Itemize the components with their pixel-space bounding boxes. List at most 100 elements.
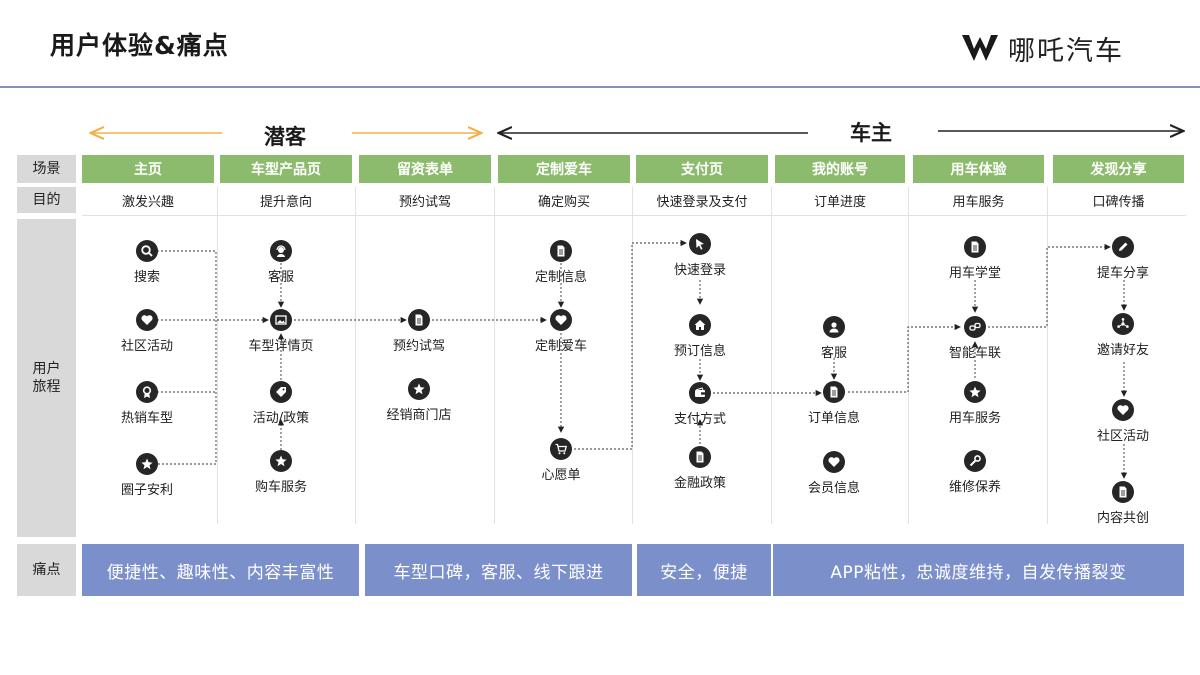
brand-logo: 哪吒汽车 — [960, 28, 1124, 68]
column-divider — [632, 187, 633, 524]
node-circle-perks: 圈子安利 — [92, 453, 202, 498]
node-label: 心愿单 — [541, 468, 581, 483]
node-pickup-share: 提车分享 — [1068, 236, 1178, 281]
node-label: 提车分享 — [1096, 266, 1149, 281]
node-label: 智能车联 — [948, 346, 1001, 361]
node-label: 内容共创 — [1096, 511, 1149, 526]
node-purchase-service: 购车服务 — [226, 450, 336, 495]
node-label: 快速登录 — [673, 263, 726, 278]
node-test-drive: 预约试驾 — [364, 309, 474, 354]
wallet-icon — [689, 382, 711, 404]
document-icon — [823, 381, 845, 403]
node-label: 维修保养 — [948, 480, 1001, 495]
scene-usage: 用车体验 — [913, 155, 1044, 183]
image-icon — [270, 309, 292, 331]
node-community-activity: 社区活动 — [92, 309, 202, 354]
star-icon — [270, 450, 292, 472]
node-label: 活动/政策 — [252, 411, 310, 426]
scene-lead-form: 留资表单 — [359, 155, 491, 183]
node-label: 支付方式 — [673, 412, 726, 427]
node-search: 搜索 — [92, 240, 202, 285]
column-divider — [771, 187, 772, 524]
node-booking-info: 预订信息 — [645, 314, 755, 359]
column-divider — [217, 187, 218, 524]
node-label: 客服 — [267, 270, 294, 285]
scene-discover: 发现分享 — [1053, 155, 1184, 183]
node-label: 金融政策 — [673, 476, 726, 491]
node-order-info: 订单信息 — [779, 381, 889, 426]
goal-account: 订单进度 — [813, 194, 866, 210]
column-divider — [908, 187, 909, 524]
node-label: 定制信息 — [534, 270, 587, 285]
node-label: 预约试驾 — [392, 339, 445, 354]
connector — [574, 239, 687, 450]
node-label: 搜索 — [133, 270, 160, 285]
brand-mark-icon — [962, 35, 998, 61]
node-account-service: 客服 — [779, 316, 889, 361]
node-label: 邀请好友 — [1096, 343, 1149, 358]
goal-home: 激发兴趣 — [121, 194, 174, 210]
goal-model-page: 提升意向 — [259, 194, 312, 210]
home-icon — [689, 314, 711, 336]
goal-lead-form: 预约试驾 — [398, 194, 451, 210]
node-maintenance: 维修保养 — [920, 450, 1030, 495]
connector — [848, 323, 961, 393]
node-label: 圈子安利 — [120, 483, 173, 498]
node-payment-method: 支付方式 — [645, 382, 755, 427]
search-icon — [136, 240, 158, 262]
wrench-icon — [964, 450, 986, 472]
node-model-detail: 车型详情页 — [226, 309, 336, 354]
node-label: 预订信息 — [673, 344, 726, 359]
scene-payment: 支付页 — [636, 155, 768, 183]
column-divider — [494, 187, 495, 524]
document-icon — [408, 309, 430, 331]
node-community-activity-2: 社区活动 — [1068, 399, 1178, 444]
node-car-service: 用车服务 — [920, 381, 1030, 426]
pain-point-conversion: 车型口碑，客服、线下跟进 — [365, 544, 632, 596]
brand-name: 哪吒汽车 — [1008, 35, 1124, 67]
link-icon — [964, 316, 986, 338]
star-icon — [408, 378, 430, 400]
node-smart-connect: 智能车联 — [920, 316, 1030, 361]
column-divider — [1047, 187, 1048, 524]
node-label: 用车服务 — [948, 411, 1001, 426]
node-quick-login: 快速登录 — [645, 233, 755, 278]
scene-home: 主页 — [82, 155, 214, 183]
cart-icon — [550, 438, 572, 460]
node-label: 客服 — [820, 346, 847, 361]
share-icon — [1112, 313, 1134, 335]
star-icon — [136, 453, 158, 475]
heart-icon — [1112, 399, 1134, 421]
row-label-journey: 用户 旅程 — [17, 219, 76, 537]
node-member-info: 会员信息 — [779, 451, 889, 496]
cursor-icon — [689, 233, 711, 255]
node-label: 热销车型 — [120, 411, 173, 426]
node-customer-service: 客服 — [226, 240, 336, 285]
goal-payment: 快速登录及支付 — [656, 194, 748, 210]
node-car-academy: 用车学堂 — [920, 236, 1030, 281]
node-label: 社区活动 — [120, 339, 173, 354]
pain-point-payment: 安全，便捷 — [637, 544, 771, 596]
heart-icon — [136, 309, 158, 331]
goal-discover: 口碑传播 — [1092, 194, 1145, 210]
pain-point-retention: APP粘性，忠诚度维持，自发传播裂变 — [773, 544, 1184, 596]
node-invite-friends: 邀请好友 — [1068, 313, 1178, 358]
node-content-cocreate: 内容共创 — [1068, 481, 1178, 526]
connector — [988, 243, 1111, 328]
connector — [157, 250, 217, 465]
node-label: 车型详情页 — [248, 339, 314, 354]
document-icon — [1112, 481, 1134, 503]
pencil-icon — [1112, 236, 1134, 258]
goal-customize: 确定购买 — [537, 194, 590, 210]
document-icon — [550, 240, 572, 262]
node-label: 会员信息 — [807, 481, 860, 496]
heart-icon — [823, 451, 845, 473]
node-label: 用车学堂 — [948, 266, 1001, 281]
node-label: 经销商门店 — [386, 408, 452, 423]
row-label-goal: 目的 — [17, 187, 76, 213]
scene-model-page: 车型产品页 — [220, 155, 352, 183]
header-divider — [0, 86, 1200, 88]
node-dealer-store: 经销商门店 — [364, 378, 474, 423]
row-label-scene: 场景 — [17, 155, 76, 183]
